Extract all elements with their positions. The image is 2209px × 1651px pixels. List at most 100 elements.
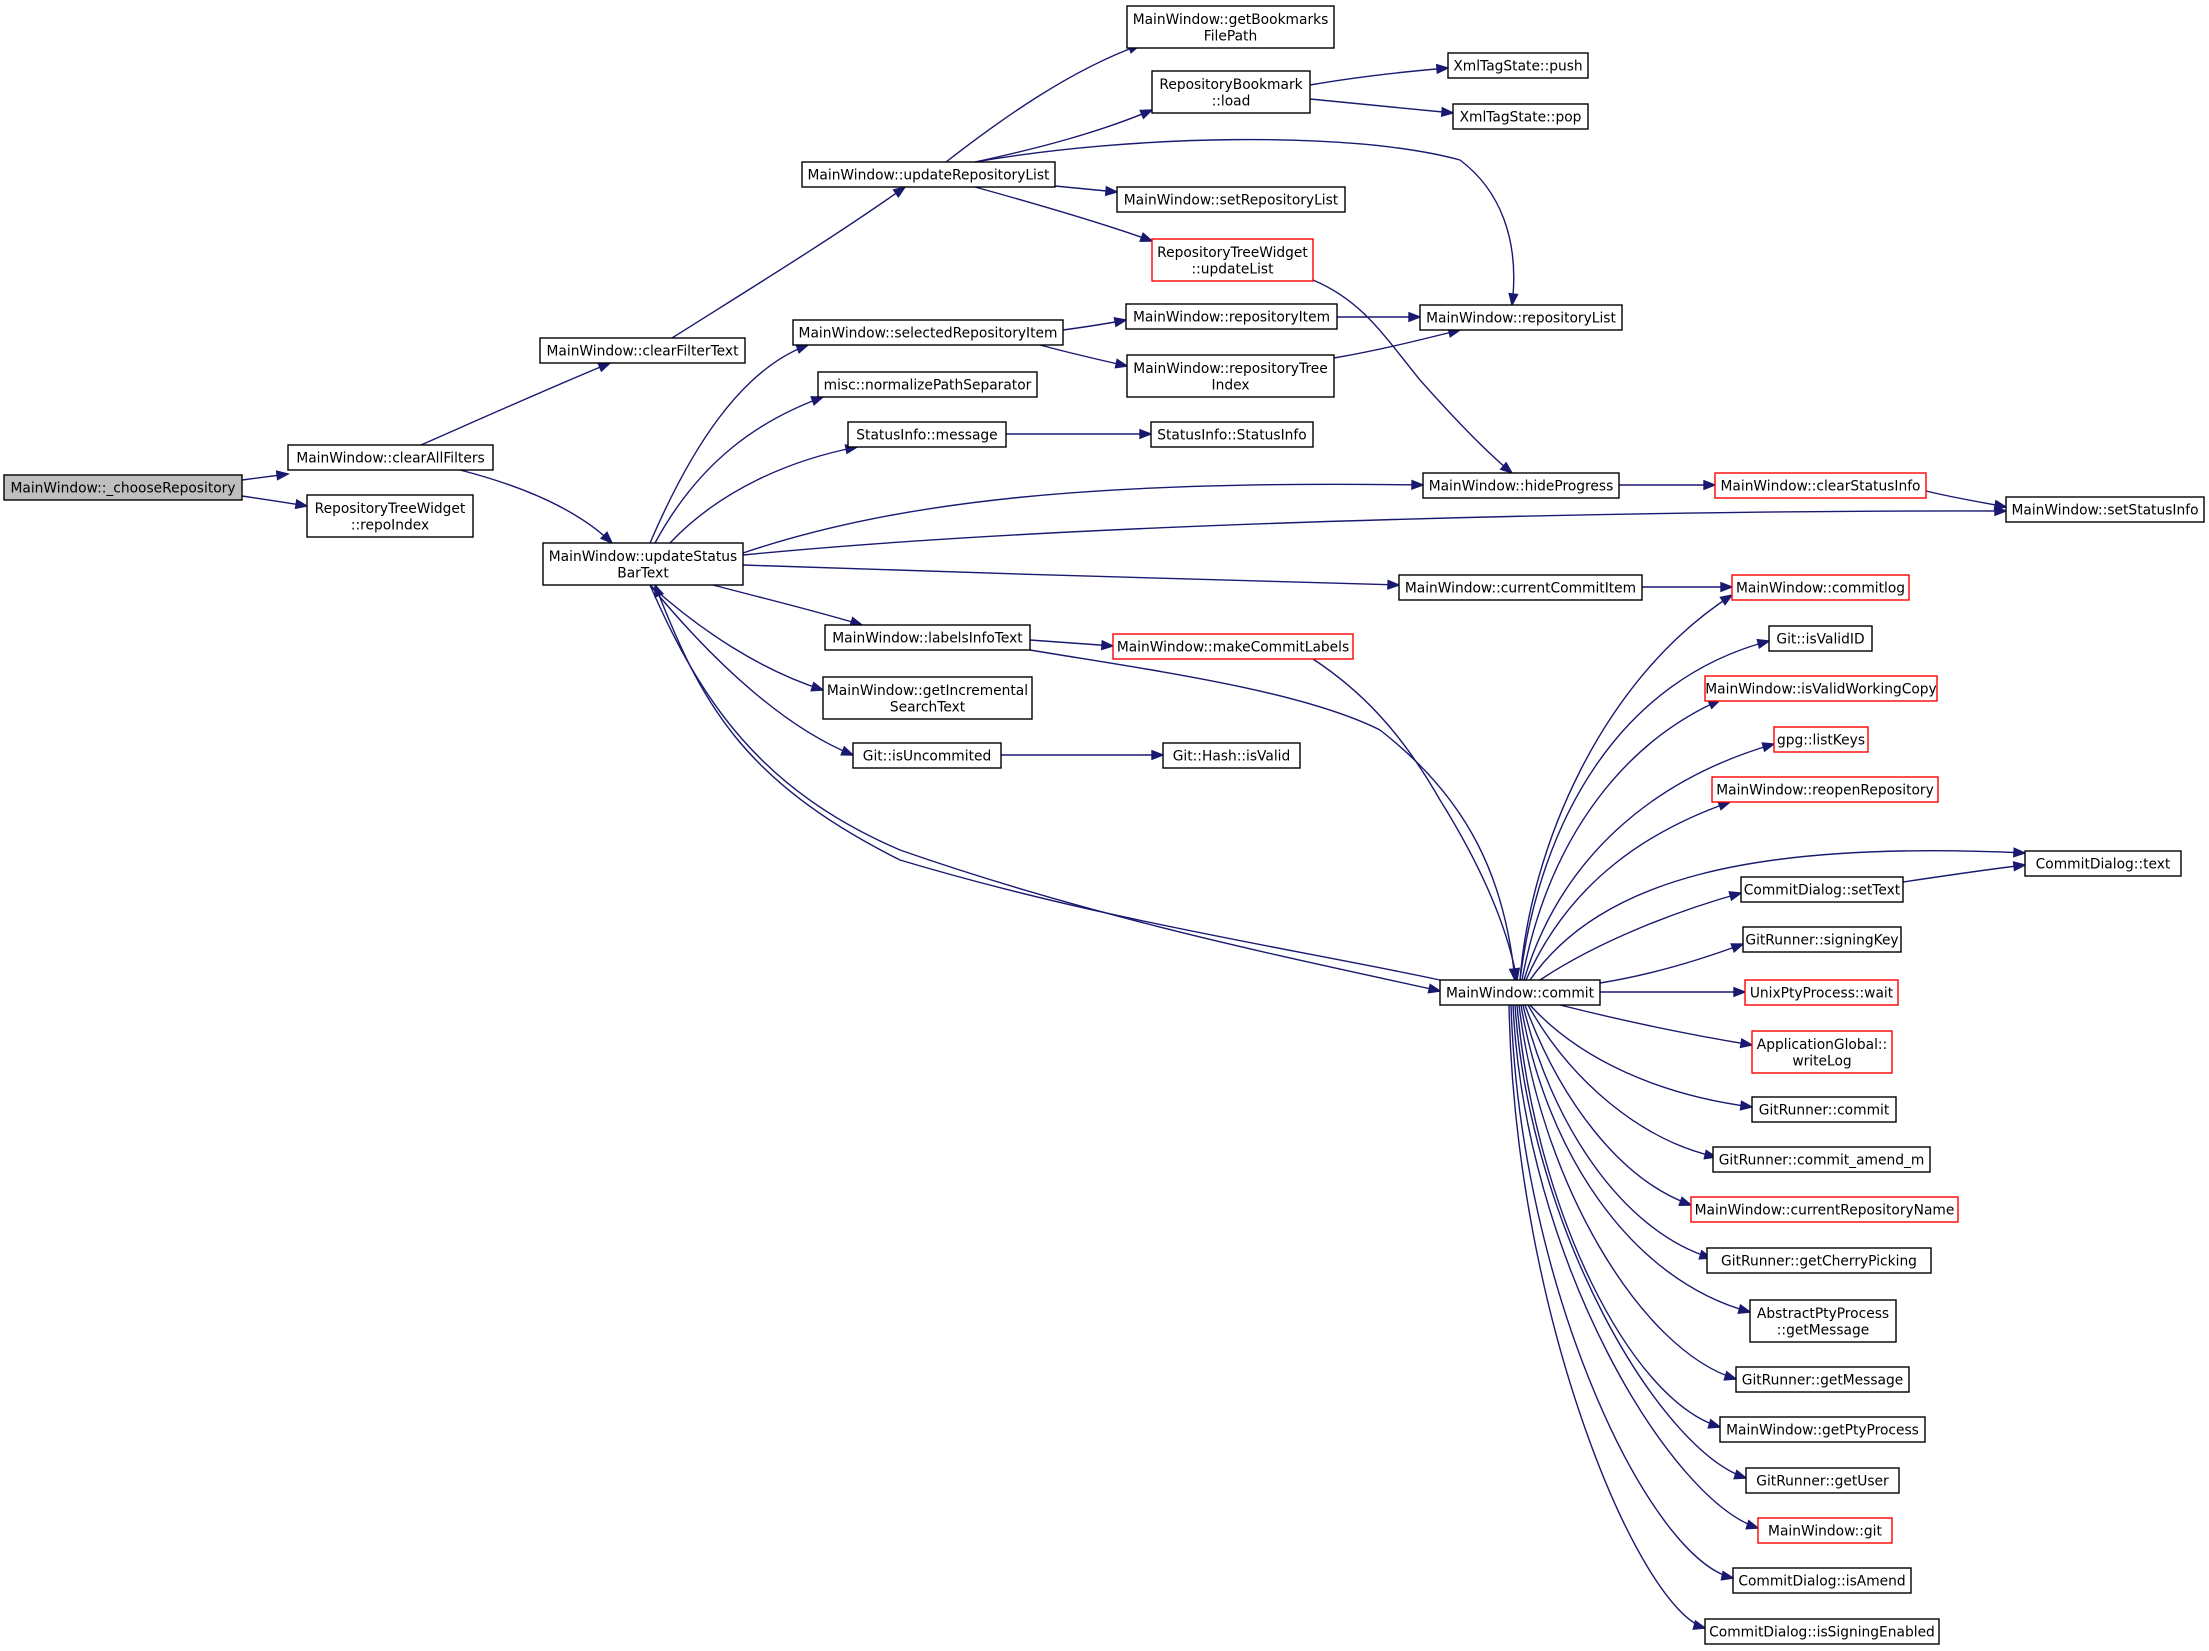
node-box[interactable] xyxy=(1439,979,1601,1006)
node-commit[interactable]: MainWindow::commit xyxy=(1439,979,1601,1006)
node-commitlog[interactable]: MainWindow::commitlog xyxy=(1731,574,1910,601)
node-ptyWait[interactable]: UnixPtyProcess::wait xyxy=(1744,979,1899,1006)
node-box[interactable] xyxy=(1740,876,1904,903)
node-box[interactable] xyxy=(1422,472,1620,499)
node-commitAmend[interactable]: GitRunner::commit_amend_m xyxy=(1712,1146,1931,1173)
node-box[interactable] xyxy=(1447,52,1589,79)
node-box[interactable] xyxy=(1706,1247,1932,1274)
node-box[interactable] xyxy=(1773,726,1869,753)
node-isSigningEnabled[interactable]: CommitDialog::isSigningEnabled xyxy=(1704,1618,1940,1645)
node-box[interactable] xyxy=(1751,1030,1893,1074)
node-box[interactable] xyxy=(1719,1416,1926,1443)
node-repositoryList[interactable]: MainWindow::repositoryList xyxy=(1419,304,1623,331)
node-gpgListKeys[interactable]: gpg::listKeys xyxy=(1773,726,1869,753)
node-box[interactable] xyxy=(1112,633,1354,660)
node-makeCommitLabels[interactable]: MainWindow::makeCommitLabels xyxy=(1112,633,1354,660)
node-clearStatusInfo[interactable]: MainWindow::clearStatusInfo xyxy=(1714,472,1927,499)
node-mwGit[interactable]: MainWindow::git xyxy=(1757,1517,1893,1544)
node-box[interactable] xyxy=(2024,850,2182,877)
node-box[interactable] xyxy=(3,474,243,501)
node-box[interactable] xyxy=(1732,1567,1912,1594)
node-box[interactable] xyxy=(1768,625,1873,652)
node-isAmend[interactable]: CommitDialog::isAmend xyxy=(1732,1567,1912,1594)
node-box[interactable] xyxy=(1744,979,1899,1006)
node-box[interactable] xyxy=(306,494,474,538)
node-box[interactable] xyxy=(1398,574,1643,601)
node-box[interactable] xyxy=(1712,1146,1931,1173)
node-box[interactable] xyxy=(1151,70,1311,114)
node-clearAllFilters[interactable]: MainWindow::clearAllFilters xyxy=(287,444,494,471)
node-box[interactable] xyxy=(792,319,1064,346)
node-commitDialogSetText[interactable]: CommitDialog::setText xyxy=(1740,876,1904,903)
node-box[interactable] xyxy=(1714,472,1927,499)
node-box[interactable] xyxy=(1126,354,1335,398)
node-choose[interactable]: MainWindow::_chooseRepository xyxy=(3,474,243,501)
node-statusMessage[interactable]: StatusInfo::message xyxy=(847,421,1007,448)
node-box[interactable] xyxy=(822,676,1033,720)
node-getUser[interactable]: GitRunner::getUser xyxy=(1745,1467,1900,1494)
node-clearFilterText[interactable]: MainWindow::clearFilterText xyxy=(539,337,746,364)
node-hideProgress[interactable]: MainWindow::hideProgress xyxy=(1422,472,1620,499)
node-gitRunnerCommit[interactable]: GitRunner::commit xyxy=(1751,1096,1897,1123)
node-currentRepositoryName[interactable]: MainWindow::currentRepositoryName xyxy=(1690,1196,1959,1223)
node-bookmarkLoad[interactable]: RepositoryBookmark::load xyxy=(1151,70,1311,114)
node-treeUpdateList[interactable]: RepositoryTreeWidget::updateList xyxy=(1151,238,1314,282)
node-setStatusInfo[interactable]: MainWindow::setStatusInfo xyxy=(2005,496,2205,523)
node-selectedRepositoryItem[interactable]: MainWindow::selectedRepositoryItem xyxy=(792,319,1064,346)
node-box[interactable] xyxy=(1704,1618,1940,1645)
node-box[interactable] xyxy=(1711,776,1939,803)
node-xmlPop[interactable]: XmlTagState::pop xyxy=(1452,103,1589,130)
node-commitDialogText[interactable]: CommitDialog::text xyxy=(2024,850,2182,877)
node-box[interactable] xyxy=(1452,103,1589,130)
node-hashIsValid[interactable]: Git::Hash::isValid xyxy=(1162,742,1301,769)
node-writeLog[interactable]: ApplicationGlobal::writeLog xyxy=(1751,1030,1893,1074)
node-gitRunnerGetMessage[interactable]: GitRunner::getMessage xyxy=(1735,1366,1910,1393)
node-getCherryPicking[interactable]: GitRunner::getCherryPicking xyxy=(1706,1247,1932,1274)
node-signingKey[interactable]: GitRunner::signingKey xyxy=(1742,926,1902,953)
node-box[interactable] xyxy=(1126,5,1335,49)
node-box[interactable] xyxy=(801,161,1056,188)
node-repositoryItem[interactable]: MainWindow::repositoryItem xyxy=(1125,303,1338,330)
node-box[interactable] xyxy=(1690,1196,1959,1223)
node-box[interactable] xyxy=(1751,1096,1897,1123)
node-box[interactable] xyxy=(1116,186,1346,213)
node-abstractGetMessage[interactable]: AbstractPtyProcess::getMessage xyxy=(1749,1299,1897,1343)
node-box[interactable] xyxy=(1731,574,1910,601)
node-box[interactable] xyxy=(1151,238,1314,282)
node-gitIsValidID[interactable]: Git::isValidID xyxy=(1768,625,1873,652)
node-box[interactable] xyxy=(1735,1366,1910,1393)
node-box[interactable] xyxy=(1745,1467,1900,1494)
node-box[interactable] xyxy=(1749,1299,1897,1343)
node-box[interactable] xyxy=(824,624,1031,651)
node-repoIndex[interactable]: RepositoryTreeWidget::repoIndex xyxy=(306,494,474,538)
node-box[interactable] xyxy=(542,542,744,586)
node-box[interactable] xyxy=(539,337,746,364)
node-box[interactable] xyxy=(1704,675,1938,702)
node-box[interactable] xyxy=(1419,304,1623,331)
node-box[interactable] xyxy=(1742,926,1902,953)
node-setRepositoryList[interactable]: MainWindow::setRepositoryList xyxy=(1116,186,1346,213)
node-isUncommited[interactable]: Git::isUncommited xyxy=(852,742,1002,769)
node-isValidWorkingCopy[interactable]: MainWindow::isValidWorkingCopy xyxy=(1704,675,1938,702)
node-box[interactable] xyxy=(2005,496,2205,523)
node-updateRepositoryList[interactable]: MainWindow::updateRepositoryList xyxy=(801,161,1056,188)
node-box[interactable] xyxy=(817,371,1038,398)
node-reopenRepository[interactable]: MainWindow::reopenRepository xyxy=(1711,776,1939,803)
node-statusInfoCtor[interactable]: StatusInfo::StatusInfo xyxy=(1150,421,1314,448)
node-labelsInfoText[interactable]: MainWindow::labelsInfoText xyxy=(824,624,1031,651)
node-box[interactable] xyxy=(852,742,1002,769)
node-currentCommitItem[interactable]: MainWindow::currentCommitItem xyxy=(1398,574,1643,601)
node-box[interactable] xyxy=(1150,421,1314,448)
node-normalizePathSeparator[interactable]: misc::normalizePathSeparator xyxy=(817,371,1038,398)
node-box[interactable] xyxy=(1757,1517,1893,1544)
node-xmlPush[interactable]: XmlTagState::push xyxy=(1447,52,1589,79)
node-getPtyProcess[interactable]: MainWindow::getPtyProcess xyxy=(1719,1416,1926,1443)
node-box[interactable] xyxy=(287,444,494,471)
node-box[interactable] xyxy=(1162,742,1301,769)
node-box[interactable] xyxy=(1125,303,1338,330)
node-box[interactable] xyxy=(847,421,1007,448)
